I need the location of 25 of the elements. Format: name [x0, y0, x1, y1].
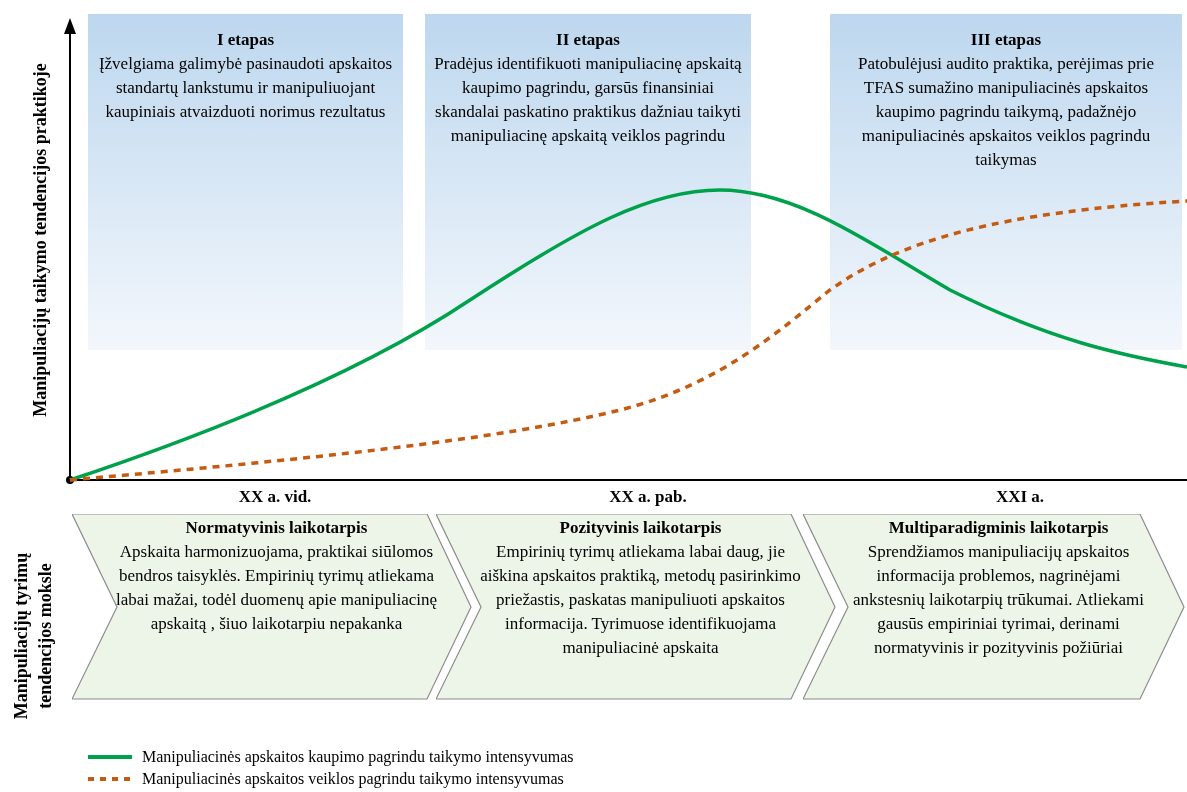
stage-text: Pradėjus identifikuoti manipuliacinę apskaitą kaupimo pagrindu, garsūs finansiniai skandalai paskatino praktikus dažniau taikyti manipuliacinę apskaitą veiklos pagrindu — [433, 53, 743, 147]
chevron-box — [803, 514, 1185, 700]
axis-label: Manipuliacijų taikymo tendencijos praktikoje — [29, 62, 51, 419]
stage-panel — [88, 14, 403, 350]
legend-text: Manipuliacinės apskaitos kaupimo pagrindu taikymo intensyvumas — [142, 747, 574, 768]
chevron-text: Empirinių tyrimų atliekama labai daug, jie aiškina apskaitos praktiką, metodų pasirinkimo priežastis, paskatas manipuliuoti apskaitos informacija. Tyrimuose identifikuojama manipuliacinė apskaita — [479, 541, 802, 659]
chevron-heading: Multiparadigminis laikotarpis — [888, 517, 1109, 539]
axis-label: Manipuliacijų tyrimų tendencijos moksle — [10, 551, 56, 722]
stage-heading: II etapas — [556, 29, 620, 51]
chevron-text: Sprendžiamos manipuliacijų apskaitos informacija problemos, nagrinėjami ankstesnių laikotarpių trūkumai. Atliekami gausūs empiriniai tyrimai, derinami normatyvinis ir pozityvinis požiūriai — [852, 541, 1145, 659]
stage-heading: III etapas — [970, 29, 1042, 51]
stage-heading: I etapas — [216, 29, 275, 51]
period-label: XX a. pab. — [608, 486, 688, 508]
stage-panel — [830, 14, 1182, 350]
stage-text: Patobulėjusi audito praktika, perėjimas prie TFAS sumažino manipuliacinės apskaitos kaupimo pagrindu taikymą, padažnėjo manipuliacinės apskaitos veiklos pagrindu taikymas — [857, 53, 1155, 171]
legend-text: Manipuliacinės apskaitos veiklos pagrindu taikymo intensyvumas — [142, 769, 564, 790]
period-label: XXI a. — [994, 486, 1046, 508]
chevron-box — [72, 514, 472, 700]
chevron-heading: Normatyvinis laikotarpis — [185, 517, 368, 539]
stage-text: Įžvelgiama galimybė pasinaudoti apskaitos standartų lankstumu ir manipuliuojant kaupiniais atvaizduoti norimus rezultatus — [97, 53, 394, 123]
chevron-heading: Pozityvinis laikotarpis — [559, 517, 722, 539]
stage-panel — [425, 14, 751, 350]
chevron-text: Apskaita harmonizuojama, praktikai siūlomos bendros taisyklės. Empirinių tyrimų atliekama labai mažai, todėl duomenų apie manipuliacinę apskaitą , šiuo laikotarpiu nepakanka — [115, 541, 438, 635]
chevron-box — [436, 514, 836, 700]
period-label: XX a. vid. — [237, 486, 313, 508]
